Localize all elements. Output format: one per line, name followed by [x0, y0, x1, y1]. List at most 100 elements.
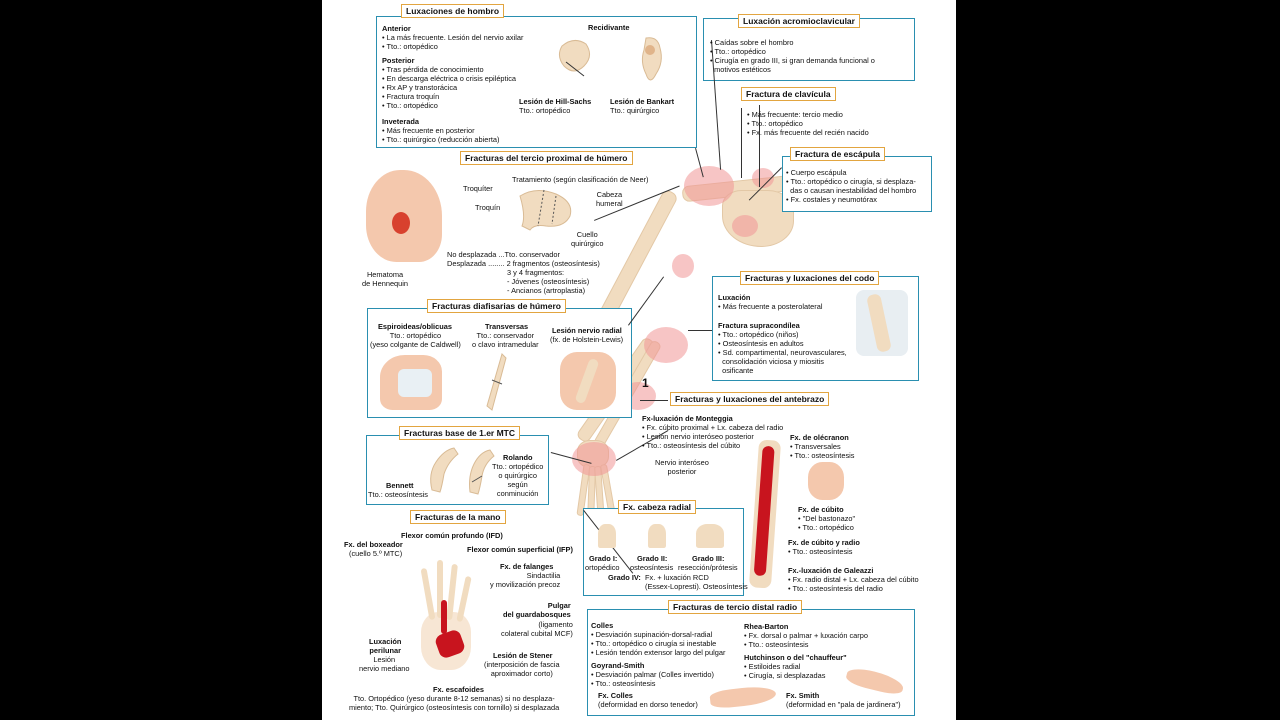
diafisarias-title: Fracturas diafisarias de húmero [427, 299, 566, 313]
hematoma-label: Hematoma de Hennequin [362, 270, 409, 289]
cabeza-radial-title: Fx. cabeza radial [618, 500, 697, 514]
transverse-fracture-illustration [486, 353, 507, 411]
hand-illustration [407, 560, 487, 680]
pulgar-text: (ligamento colateral cubital MCF) [501, 620, 573, 639]
radial-nerve-illustration [560, 352, 616, 410]
radial-heading: Lesión nervio radial [552, 326, 622, 335]
bankart-text: Tto.: quirúrgico [610, 106, 660, 115]
bennett-text: Tto.: osteosíntesis [368, 490, 428, 499]
no-desplazada-text: No desplazada ...Tto. conservador [447, 250, 560, 259]
hombro-title: Luxaciones de hombro [401, 4, 505, 18]
monteggia-heading: Fx-luxación de Monteggia [642, 414, 733, 423]
hombro-inveterada-text: • Más frecuente en posterior • Tto.: qui… [382, 126, 500, 145]
escafoides-heading: Fx. escafoides [433, 685, 484, 694]
transversas-text: Tto.: conservador o clavo intramedular [472, 331, 539, 350]
fx-colles-text: (deformidad en dorso tenedor) [598, 700, 698, 709]
leader-line [688, 330, 712, 331]
distal-title: Fracturas de tercio distal radio [668, 600, 803, 614]
escapula-text: • Cuerpo escápula • Tto.: ortopédico o c… [786, 168, 917, 205]
radial-head-grade-3 [696, 524, 724, 548]
olecranon-heading: Fx. de olécranon [790, 433, 849, 442]
leader-line [628, 276, 665, 326]
smith-text: (deformidad en "pala de jardinera") [786, 700, 901, 709]
falanges-heading: Fx. de falanges [500, 562, 554, 571]
escapula-box [782, 156, 932, 212]
fcp-label: Flexor común profundo (IFD) [401, 531, 503, 540]
rolando-heading: Rolando [503, 453, 533, 462]
rhea-text: • Fx. dorsal o palmar + luxación carpo •… [744, 631, 868, 650]
cabeza-radial-box [583, 508, 744, 596]
cubito-radio-heading: Fx. de cúbito y radio [788, 538, 860, 547]
bennett-illustration [430, 447, 459, 493]
fragmentos-text: 3 y 4 fragmentos: - Jóvenes (osteosíntes… [507, 268, 590, 296]
cabeza-label: Cabeza humeral [596, 190, 623, 209]
hutchinson-heading: Hutchinson o del "chauffeur" [744, 653, 847, 662]
recidivante-label: Recidivante [588, 23, 630, 32]
mtc-box [366, 435, 549, 505]
escapula-title: Fractura de escápula [790, 147, 886, 161]
glenoid-illustration [641, 37, 662, 81]
stener-text: (interposición de fascia aproximador cor… [484, 660, 560, 679]
leader-line [741, 108, 742, 178]
colles-heading: Colles [591, 621, 614, 630]
acromio-title: Luxación acromioclavicular [738, 14, 860, 28]
grado2-heading: Grado II: [637, 554, 668, 563]
antebrazo-title: Fracturas y luxaciones del antebrazo [670, 392, 830, 406]
troquiter-label: Troquíter [463, 184, 493, 193]
boxeador-text: (cuello 5.º MTC) [349, 549, 403, 558]
grado2-text: osteosíntesis [630, 563, 674, 572]
transversas-heading: Transversas [485, 322, 529, 331]
interoseo-label: Nervio interóseo posterior [655, 458, 709, 477]
clavicula-text: • Más frecuente: tercio medio • Tto.: or… [747, 110, 869, 138]
hombro-posterior-heading: Posterior [382, 56, 415, 65]
scapula-highlight [732, 215, 758, 237]
radial-head-grade-1 [598, 524, 616, 548]
galeazzi-heading: Fx.-luxación de Galeazzi [788, 566, 874, 575]
grado4-heading: Grado IV: [608, 573, 641, 582]
falanges-text: Sindactilia y movilización precoz [490, 571, 561, 590]
hombro-anterior-heading: Anterior [382, 24, 411, 33]
desplazada-text: Desplazada ........ 2 fragmentos (osteos… [447, 259, 600, 268]
mtc-title: Fracturas base de 1.er MTC [399, 426, 521, 440]
supracondilea-heading: Fractura supracondílea [718, 321, 800, 330]
clavicle-highlight [752, 168, 774, 188]
radial-text: (fx. de Holstein-Lewis) [550, 335, 624, 344]
espiroideas-heading: Espiroideas/oblicuas [378, 322, 452, 331]
escafoides-text: Tto. Ortopédico (yeso durante 8-12 seman… [349, 694, 560, 713]
colles-text: • Desviación supinación-dorsal-radial • … [591, 630, 726, 658]
olecranon-text: • Transversales • Tto.: osteosíntesis [790, 442, 855, 461]
hombro-inveterada-heading: Inveterada [382, 117, 419, 126]
forearm-muscle-illustration [748, 439, 782, 589]
marker-1: 1 [642, 376, 649, 390]
hill-sachs-text: Tto.: ortopédico [519, 106, 571, 115]
cuello-label: Cuello quirúrgico [571, 230, 604, 249]
galeazzi-text: • Fx. radio distal + Lx. cabeza del cúbi… [788, 575, 919, 594]
hombro-box [376, 16, 697, 148]
leader-line [640, 400, 668, 401]
elbow-illustration [856, 290, 908, 356]
rhea-heading: Rhea-Barton [744, 622, 789, 631]
smith-heading: Fx. Smith [786, 691, 820, 700]
humerus-proximal-highlight [672, 254, 694, 278]
mano-title: Fracturas de la mano [410, 510, 506, 524]
codo-luxacion-heading: Luxación [718, 293, 751, 302]
boxeador-heading: Fx. del boxeador [344, 540, 403, 549]
hombro-anterior-text: • La más frecuente. Lesión del nervio ax… [382, 33, 524, 52]
troquin-label: Troquín [475, 203, 501, 212]
grado4-text: Fx. + luxación RCD (Essex-Lopresti). Ost… [645, 573, 748, 592]
proximal-title: Fracturas del tercio proximal de húmero [460, 151, 633, 165]
radial-head-grade-2 [648, 524, 666, 548]
hanging-cast-illustration [380, 355, 442, 410]
monteggia-text: • Fx. cúbito proximal + Lx. cabeza del r… [642, 423, 784, 451]
proximal-humerus-illustration [519, 189, 572, 231]
grado3-text: resección/prótesis [678, 563, 738, 572]
fcs-label: Flexor común superficial (IFP) [467, 545, 573, 554]
codo-luxacion-text: • Más frecuente a posterolateral [718, 302, 823, 311]
supracondilea-text: • Tto.: ortopédico (niños) • Osteosíntes… [718, 330, 847, 376]
goyrand-text: • Desviación palmar (Colles invertido) •… [591, 670, 714, 689]
olecranon-illustration [808, 462, 844, 500]
bennett-heading: Bennett [386, 481, 414, 490]
grado1-text: ortopédico [585, 563, 620, 572]
codo-title: Fracturas y luxaciones del codo [740, 271, 880, 285]
humeral-head-illustration [558, 40, 590, 77]
